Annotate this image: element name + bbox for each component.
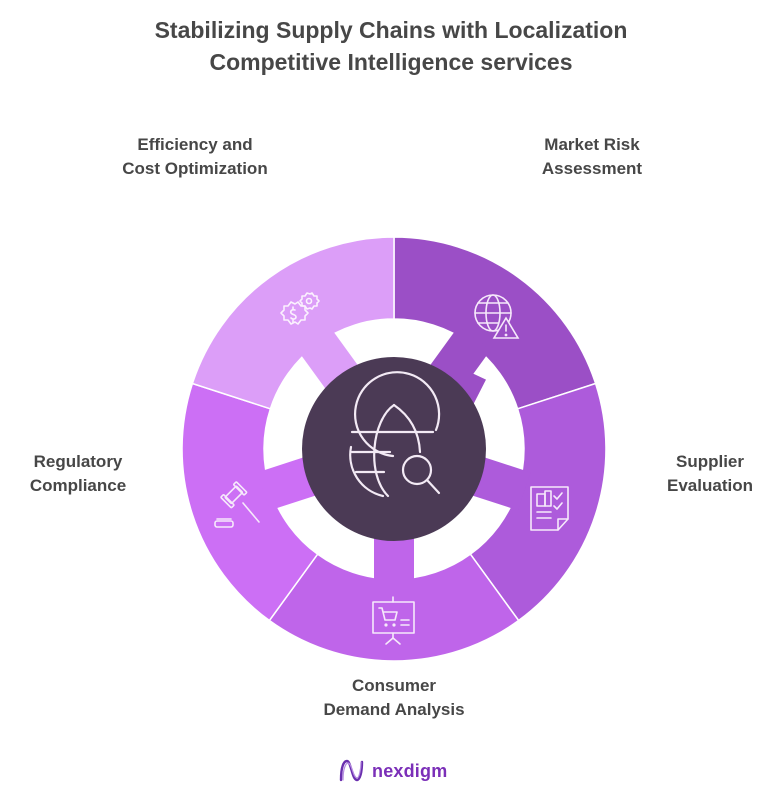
label-consumer: Consumer Demand Analysis xyxy=(294,674,494,722)
nexdigm-logo: nexdigm xyxy=(338,758,447,784)
label-regulatory-line-1: Regulatory xyxy=(33,452,123,471)
dollar-gears-icon xyxy=(280,292,320,325)
shopping-cart-presentation-icon xyxy=(372,596,415,645)
label-market-risk-line-1: Market Risk xyxy=(544,135,640,154)
globe-search-icon xyxy=(349,371,441,498)
label-market-risk: Market Risk Assessment xyxy=(502,133,682,181)
checklist-document-icon xyxy=(530,486,569,531)
nexdigm-wave-icon xyxy=(339,759,364,782)
title-line-2: Competitive Intelligence services xyxy=(209,49,573,75)
label-consumer-line-1: Consumer xyxy=(351,676,437,695)
label-supplier-line-1: Supplier xyxy=(675,452,744,471)
label-supplier: Supplier Evaluation xyxy=(645,450,775,498)
label-efficiency-line-1: Efficiency and xyxy=(137,135,253,154)
label-consumer-line-2: Demand Analysis xyxy=(323,700,465,719)
label-regulatory: Regulatory Compliance xyxy=(8,450,148,498)
label-efficiency-line-2: Cost Optimization xyxy=(122,159,268,178)
logo-text: nexdigm xyxy=(372,760,448,781)
gavel-icon xyxy=(214,481,260,528)
label-supplier-line-2: Evaluation xyxy=(667,476,753,495)
center-circle xyxy=(302,357,486,541)
label-market-risk-line-2: Assessment xyxy=(541,159,643,178)
label-regulatory-line-2: Compliance xyxy=(29,476,127,495)
title-line-1: Stabilizing Supply Chains with Localizat… xyxy=(154,17,628,43)
globe-warning-icon xyxy=(474,294,520,339)
diagram-title: Stabilizing Supply Chains with Localizat… xyxy=(0,14,782,78)
label-efficiency: Efficiency and Cost Optimization xyxy=(95,133,295,181)
